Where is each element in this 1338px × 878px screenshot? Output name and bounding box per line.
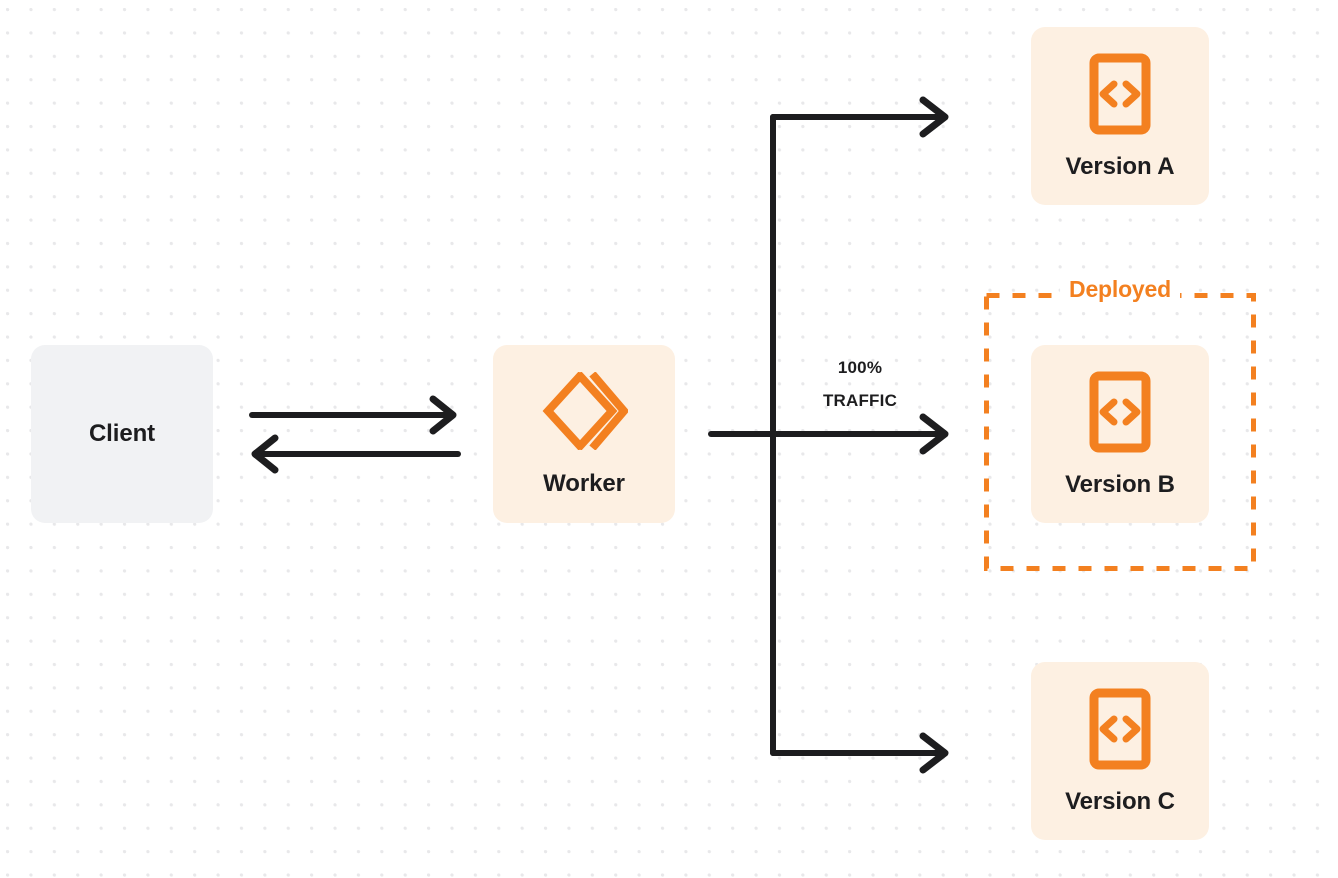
code-file-icon xyxy=(1089,688,1151,770)
version-a-node[interactable]: Version A xyxy=(1031,27,1209,205)
edge-worker-to-version-c xyxy=(770,732,949,774)
version-c-node[interactable]: Version C xyxy=(1031,662,1209,840)
code-file-icon xyxy=(1089,371,1151,453)
cloudflare-workers-logo-icon xyxy=(540,372,628,450)
traffic-label: 100% TRAFFIC xyxy=(790,351,930,417)
edge-worker-to-version-b xyxy=(770,413,949,455)
client-label: Client xyxy=(88,420,156,447)
deployed-group-label: Deployed xyxy=(1060,276,1180,303)
client-node[interactable]: Client xyxy=(31,345,213,523)
edge-routing-bus xyxy=(770,114,779,756)
code-file-icon xyxy=(1089,53,1151,135)
traffic-percent: 100% xyxy=(837,358,883,377)
worker-label: Worker xyxy=(543,470,625,497)
worker-node[interactable]: Worker xyxy=(493,345,675,523)
version-b-node[interactable]: Version B xyxy=(1031,345,1209,523)
edge-worker-to-version-a xyxy=(770,96,949,138)
version-c-label: Version C xyxy=(1065,788,1175,815)
version-b-label: Version B xyxy=(1065,471,1175,498)
version-a-label: Version A xyxy=(1065,153,1175,180)
edge-client-to-worker xyxy=(249,395,457,435)
traffic-unit: TRAFFIC xyxy=(822,391,898,411)
edge-worker-to-client xyxy=(251,434,461,474)
